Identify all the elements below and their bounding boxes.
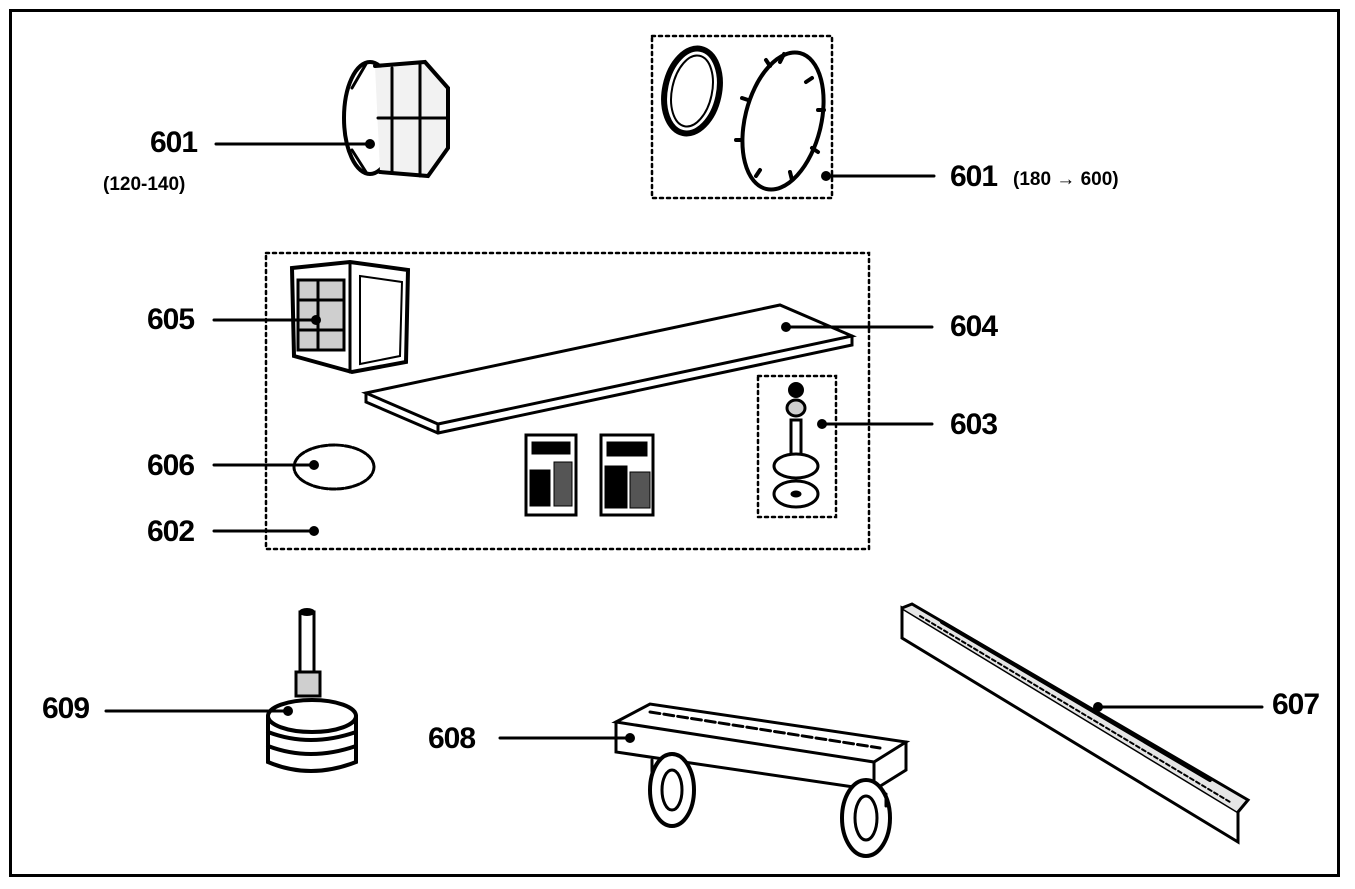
label-601-left-range: (120-140) — [103, 174, 186, 195]
label-601-right: 601 — [950, 160, 998, 193]
leader-lines — [104, 142, 1264, 740]
part-607-rail — [900, 602, 1251, 845]
kit-602-box — [264, 251, 871, 551]
part-608-trolley — [611, 702, 911, 858]
label-605: 605 — [147, 303, 195, 336]
diagram-frame — [9, 9, 1340, 877]
leader-dots — [283, 139, 1103, 743]
label-602: 602 — [147, 515, 195, 548]
label-cards — [524, 433, 655, 517]
part-601-plate — [734, 50, 826, 192]
label-603: 603 — [950, 408, 998, 441]
label-606: 606 — [147, 449, 195, 482]
part-601-cap — [342, 59, 450, 179]
part-605-junction-box — [289, 259, 411, 375]
label-601-right-range: (180 → 600) — [1013, 169, 1119, 190]
part-603-fastener — [772, 382, 820, 509]
part-606-oval-gasket — [292, 443, 376, 491]
label-601-left: 601 — [150, 126, 198, 159]
kit-603-box — [756, 374, 838, 519]
label-604: 604 — [950, 310, 998, 343]
label-607: 607 — [1272, 688, 1320, 721]
label-608: 608 — [428, 722, 476, 755]
kit-601-box — [650, 34, 834, 200]
part-604-strip — [361, 303, 857, 435]
part-601-gasket — [661, 45, 723, 137]
part-609-probe — [266, 608, 358, 773]
label-609: 609 — [42, 692, 90, 725]
